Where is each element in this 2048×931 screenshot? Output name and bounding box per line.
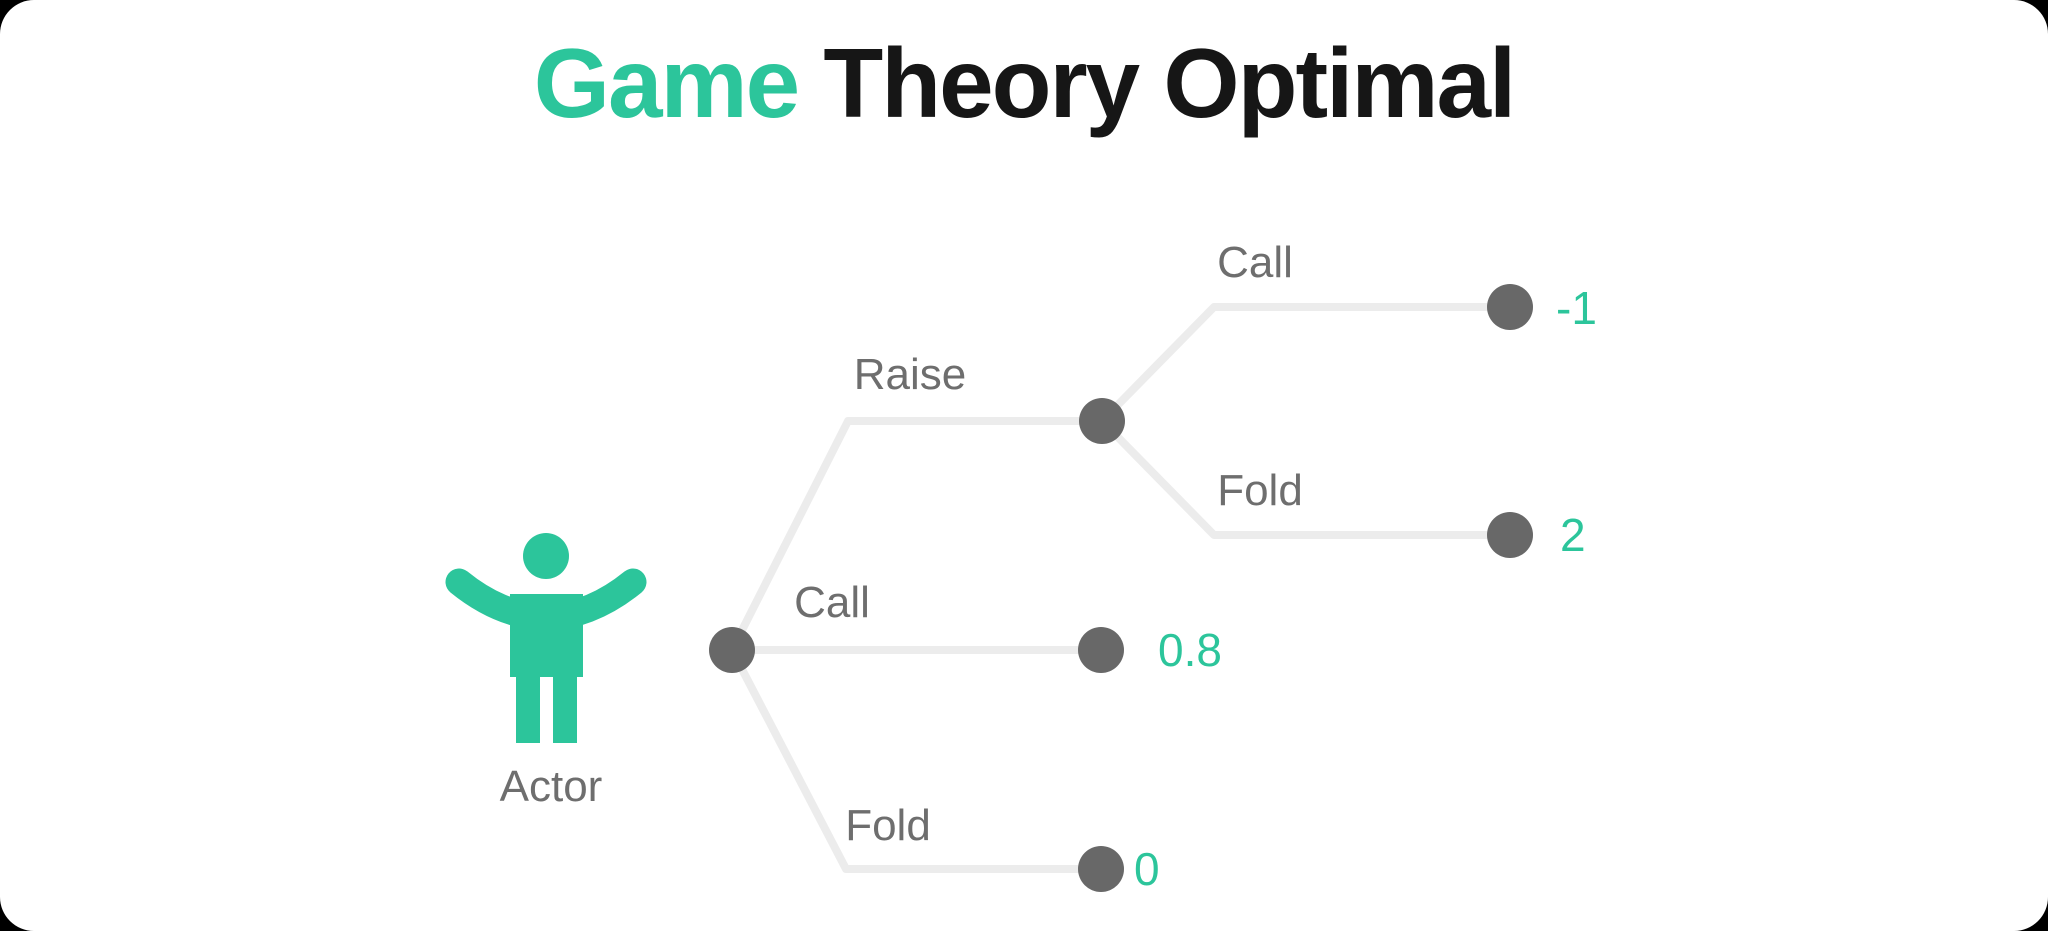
tree-nodes bbox=[709, 284, 1533, 892]
node-call-leaf bbox=[1078, 627, 1124, 673]
page-title: Game Theory Optimal bbox=[0, 34, 2048, 132]
edge-raise-fold bbox=[1099, 418, 1510, 539]
title-rest: Theory Optimal bbox=[823, 28, 1516, 138]
person-body bbox=[510, 594, 583, 743]
node-fold-leaf bbox=[1078, 846, 1124, 892]
title-highlight: Game bbox=[533, 28, 800, 138]
node-raise bbox=[1079, 398, 1125, 444]
node-raise-call-leaf bbox=[1487, 284, 1533, 330]
node-raise-fold-leaf bbox=[1487, 512, 1533, 558]
actor-label: Actor bbox=[500, 762, 603, 811]
branch-label-raise: Raise bbox=[854, 350, 967, 399]
edge-root-fold bbox=[728, 648, 1101, 873]
branch-label-raise-fold: Fold bbox=[1217, 466, 1303, 515]
leaf-value-raise-call: -1 bbox=[1556, 282, 1597, 334]
branch-label-raise-call: Call bbox=[1217, 238, 1293, 287]
person-head bbox=[523, 533, 569, 579]
leaf-value-raise-fold: 2 bbox=[1560, 509, 1586, 561]
tree-edges bbox=[728, 303, 1510, 873]
branch-label-fold: Fold bbox=[845, 801, 931, 850]
leaf-value-fold: 0 bbox=[1134, 843, 1160, 895]
edge-raise-call bbox=[1099, 303, 1510, 424]
edge-root-raise bbox=[728, 417, 1102, 652]
person-arms-raised-icon bbox=[445, 533, 647, 743]
leaf-value-call: 0.8 bbox=[1158, 624, 1222, 676]
node-root bbox=[709, 627, 755, 673]
branch-label-call: Call bbox=[794, 578, 870, 627]
